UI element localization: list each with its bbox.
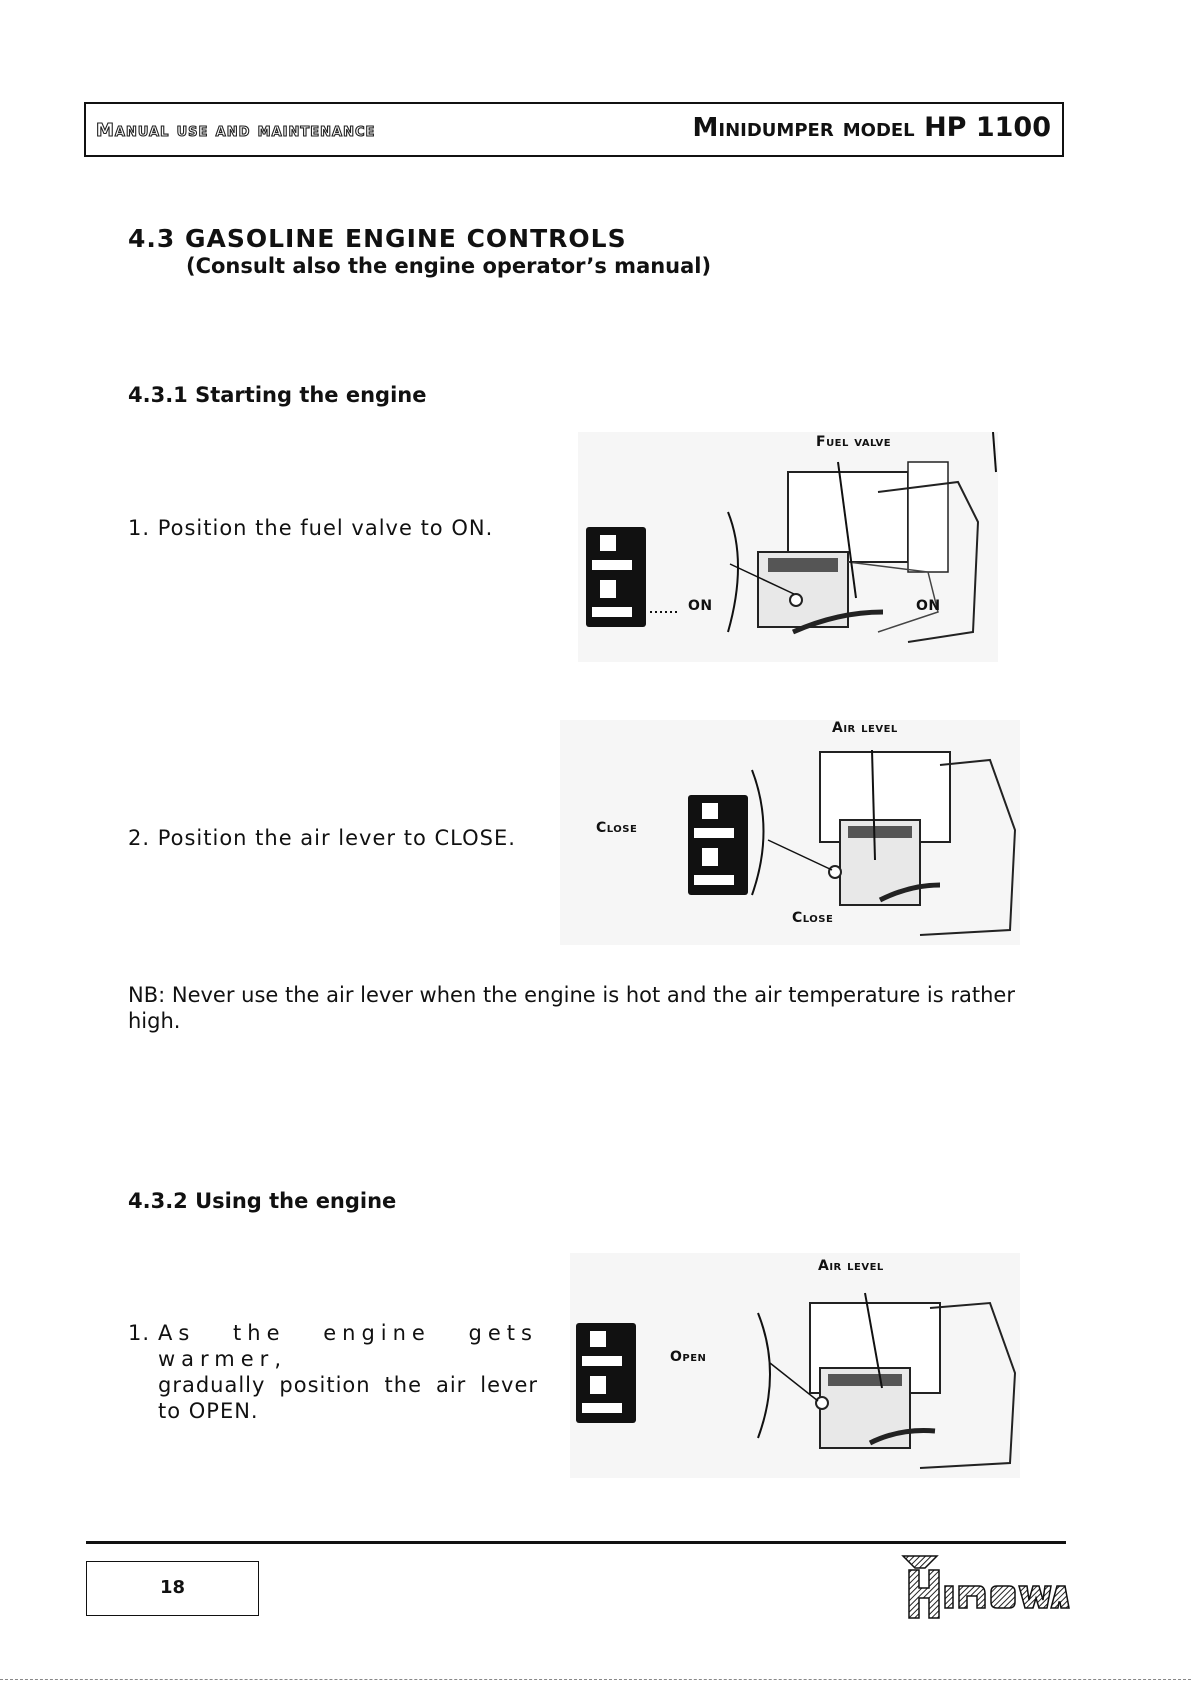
label-on-valve: ON: [916, 598, 941, 614]
step-text: As the engine gets warmer,gradually posi…: [158, 1321, 538, 1423]
step-number: 1.: [128, 1321, 151, 1345]
hinowa-logo: [895, 1552, 1070, 1626]
subsection-heading-starting: 4.3.1 Starting the engine: [128, 383, 427, 407]
footer-rule: [86, 1541, 1066, 1544]
fuel-valve-illustration: Fuel valve ON ON: [578, 431, 998, 662]
model-title-number: HP 1100: [924, 112, 1051, 143]
label-air-level: Air level: [832, 720, 898, 736]
step-air-lever-open: 1. As the engine gets warmer,gradually p…: [128, 1320, 538, 1424]
model-title: Minidumper model HP 1100: [693, 112, 1051, 143]
step-fuel-valve: 1. Position the fuel valve to ON.: [128, 516, 494, 540]
label-fuel-valve: Fuel valve: [816, 434, 892, 450]
note: NB: Never use the air lever when the eng…: [128, 983, 1015, 1033]
model-title-prefix: Minidumper model: [692, 113, 915, 143]
step-air-lever-close: 2. Position the air lever to CLOSE.: [128, 826, 516, 850]
label-open: Open: [670, 1349, 707, 1365]
manual-title: Manual use and maintenance: [95, 119, 376, 141]
section-subtitle: (Consult also the engine operator’s manu…: [186, 254, 712, 278]
page-edge: [0, 1679, 1191, 1680]
engine-drawing-2: [688, 749, 1017, 936]
logo-graphic: [901, 1555, 1070, 1619]
page-number: 18: [86, 1561, 259, 1616]
air-lever-open-illustration: Air level Open: [570, 1253, 1020, 1478]
engine-drawing-3: [576, 1292, 1017, 1469]
section-title: 4.3 GASOLINE ENGINE CONTROLS: [128, 224, 627, 253]
label-close-bottom: Close: [792, 910, 834, 926]
header-box: [84, 102, 1064, 157]
air-lever-close-illustration: Air level Close Close: [560, 720, 1020, 945]
engine-drawing-1: [586, 431, 997, 643]
label-close-left: Close: [596, 820, 638, 836]
label-air-level: Air level: [818, 1258, 884, 1274]
subsection-heading-using: 4.3.2 Using the engine: [128, 1189, 397, 1213]
label-on-panel: ON: [688, 598, 713, 614]
